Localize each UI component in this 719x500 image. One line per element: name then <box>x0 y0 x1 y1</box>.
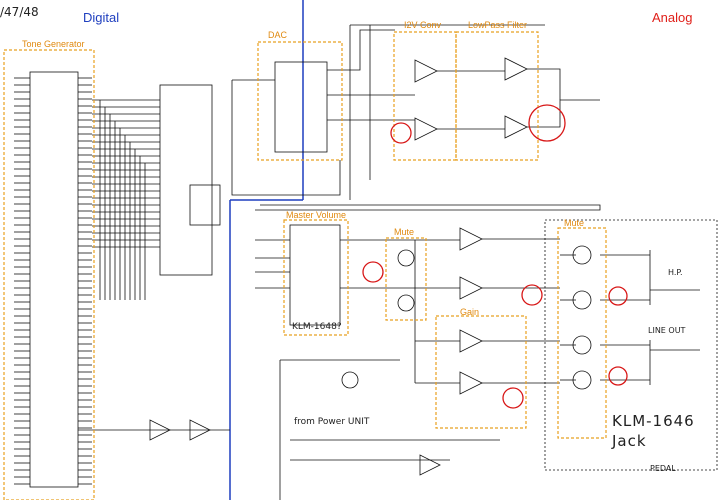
mute-left-box <box>385 237 427 321</box>
capacitor-circle-7 <box>502 387 524 409</box>
tone-generator-label: Tone Generator <box>22 39 85 49</box>
dac-label: DAC <box>268 30 288 40</box>
corner-text: /47/48 <box>0 5 39 19</box>
mute-right-box <box>557 227 607 439</box>
capacitor-circle-3 <box>362 261 384 283</box>
gain-label: Gain <box>460 307 480 317</box>
capacitor-circle-1 <box>390 122 412 144</box>
klm1646-label: KLM-1646 <box>612 412 695 430</box>
mute-right-label: Mute <box>564 218 585 228</box>
line-out-label: LINE OUT <box>648 326 686 335</box>
tone-generator-box <box>3 49 95 500</box>
capacitor-circle-4 <box>521 284 543 306</box>
master-volume-label: Master Volume <box>286 210 347 220</box>
i2v-label: I2V Conv <box>404 20 442 30</box>
capacitor-circle-2 <box>528 104 566 142</box>
capacitor-circle-6 <box>608 366 628 386</box>
analog-label: Analog <box>652 10 693 25</box>
from-power-unit-label: from Power UNIT <box>294 417 370 427</box>
master-volume-box <box>283 219 349 336</box>
digital-label: Digital <box>83 10 120 25</box>
hp-label: H.P. <box>668 268 683 277</box>
jack-label: Jack <box>612 432 647 450</box>
dac-box <box>257 41 343 161</box>
pedal-label: PEDAL <box>650 464 676 473</box>
klm1648-label: KLM-1648? <box>292 322 342 332</box>
capacitor-circle-5 <box>608 286 628 306</box>
mute-left-label: Mute <box>394 227 415 237</box>
transistor-symbol <box>397 249 415 267</box>
lowpass-label: LowPass Filter <box>468 20 528 30</box>
gain-box <box>435 315 527 429</box>
i2v-box <box>393 31 457 161</box>
lowpass-box <box>455 31 539 161</box>
transistor-symbol <box>397 294 415 312</box>
